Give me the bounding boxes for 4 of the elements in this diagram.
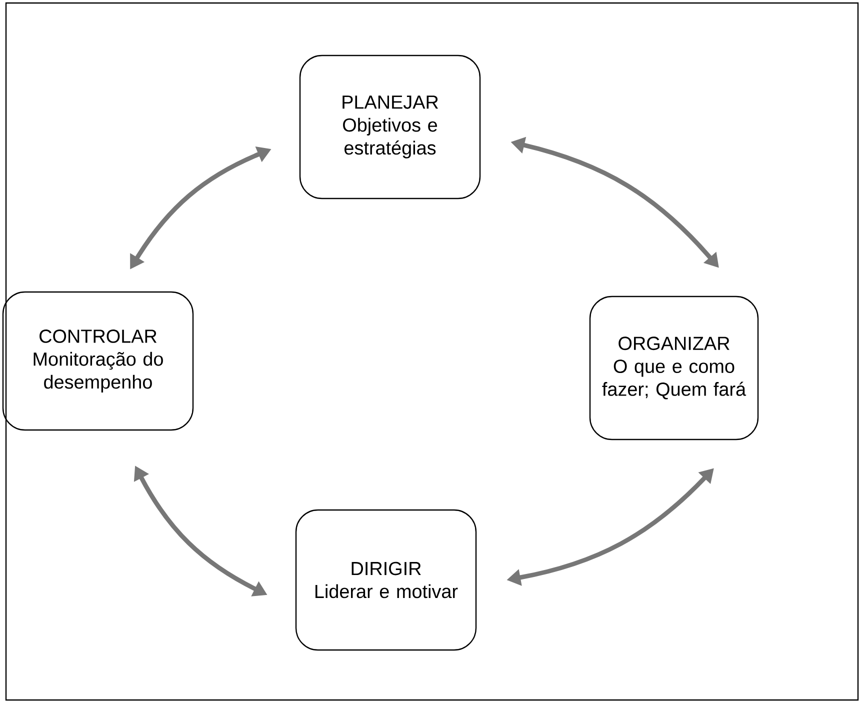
process-box: PLANEJAR Objetivos e estratégias	[299, 54, 481, 200]
process-box: CONTROLAR Monitoração do desempenho	[2, 291, 194, 431]
process-box: ORGANIZAR O que e como fazer; Quem fará	[589, 296, 759, 440]
process-box: DIRIGIR Liderar e motivar	[295, 509, 477, 651]
